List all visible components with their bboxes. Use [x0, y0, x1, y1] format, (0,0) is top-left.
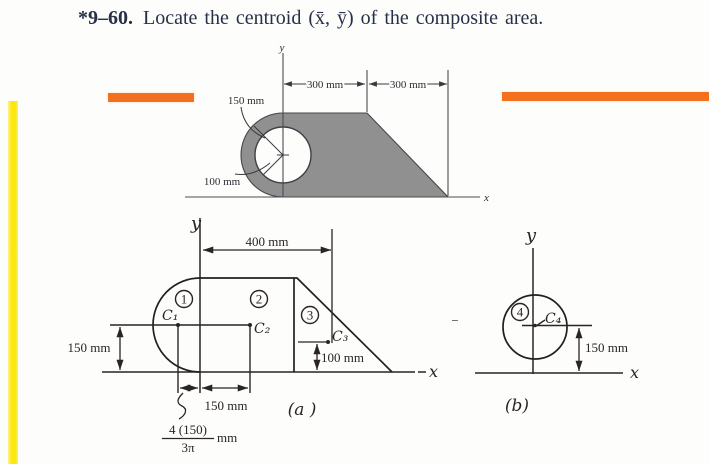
b-num-4: 4 [517, 305, 524, 320]
a-part-numbers: 1 2 3 [174, 289, 320, 325]
a-dim-100-label: 100 mm [321, 350, 364, 365]
b-c4-label: C₄ [545, 311, 562, 327]
a-num-3: 3 [307, 308, 314, 323]
a-dim-150-label: 150 mm [205, 398, 248, 413]
a-num-1: 1 [181, 292, 188, 307]
inner-radius-line [262, 154, 284, 176]
a-frac-unit: mm [217, 430, 237, 445]
inner-radius-label: 100 mm [204, 176, 241, 188]
a-c2-dot [248, 323, 252, 327]
figure-a-axes [102, 218, 426, 393]
a-c2-label: C₂ [254, 321, 271, 337]
a-caption: (a ) [288, 400, 317, 420]
a-c3-dimension [298, 341, 326, 371]
a-frac-numerator: 4 (150) [169, 422, 207, 437]
problem-title: *9–60. Locate the centroid (x̄, ȳ) of the… [78, 7, 543, 30]
hand-drawn-figures: y x 400 mm C₁ C₂ 1 2 3 [68, 213, 640, 455]
b-c4-leader [535, 319, 546, 327]
orange-highlight-left [108, 93, 194, 102]
b-circle-4 [510, 302, 530, 322]
top-dimensions [283, 70, 449, 196]
a-squiggle-leader [177, 392, 187, 420]
x-axis-label: x [483, 192, 489, 204]
a-frac-denominator: 3π [181, 440, 195, 455]
a-c1-label: C₁ [162, 308, 178, 324]
printed-figure: y x 300 mm 300 mm 150 mm 100 mm [185, 42, 489, 204]
a-dim-400-label: 400 mm [246, 234, 289, 249]
a-bottom-dims [177, 384, 249, 420]
outer-radius-leader [240, 106, 266, 139]
b-c4-dot [533, 323, 537, 328]
printed-axes [185, 53, 480, 198]
a-num-2: 2 [256, 292, 263, 307]
a-dim-400 [202, 229, 333, 343]
a-c3-label: C₃ [332, 329, 349, 345]
x-y-axis-label-y: y [279, 42, 285, 54]
a-x-axis-label: x [429, 362, 438, 381]
a-y-axis-label: y [190, 213, 202, 234]
problem-number: *9–60. [78, 7, 133, 29]
a-dim-left-label: 150 mm [68, 340, 111, 355]
b-dim-150-label: 150 mm [585, 340, 628, 355]
b-circle-shape [502, 294, 568, 360]
problem-text: Locate the centroid (x̄, ȳ) of the compo… [143, 7, 544, 29]
dim-300-right-label: 300 mm [390, 79, 427, 91]
dim-300-left-label: 300 mm [307, 79, 344, 91]
a-circle-2 [249, 289, 269, 309]
b-x-axis-label: x [630, 363, 639, 382]
a-circle-1 [174, 289, 194, 309]
a-c3-dot [326, 340, 330, 344]
minus-operator: − [451, 313, 458, 328]
b-caption: (b) [505, 396, 529, 416]
outer-radius-label: 150 mm [228, 95, 265, 107]
a-c1-dot [176, 323, 180, 327]
a-centroid-line [110, 324, 251, 393]
outer-radius-line [253, 125, 284, 156]
radius-lines [234, 106, 289, 176]
b-y-axis-label: y [525, 225, 537, 246]
a-circle-3 [300, 305, 320, 325]
orange-highlight-right [502, 92, 709, 101]
a-fraction: 4 (150) 3π mm [162, 422, 237, 455]
inner-radius-leader [234, 162, 271, 175]
yellow-highlight-bar [8, 101, 18, 464]
figure-b-axes [475, 248, 623, 374]
